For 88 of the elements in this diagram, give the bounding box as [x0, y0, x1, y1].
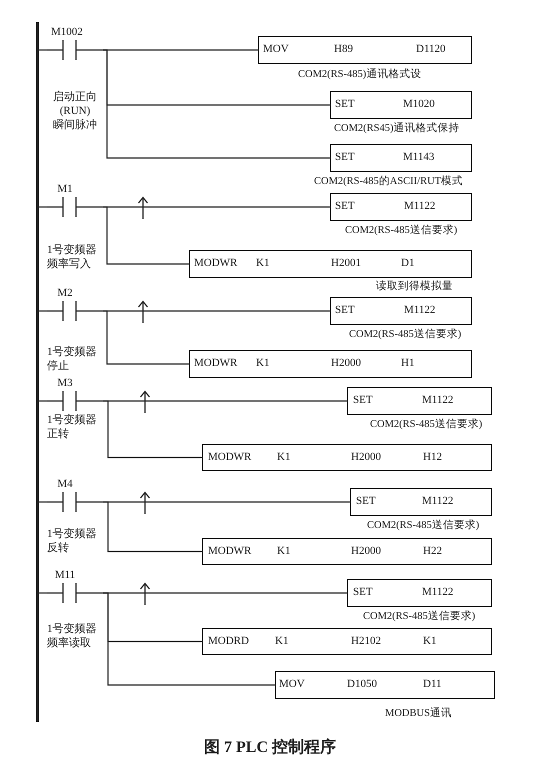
operand-text: M1122 [422, 394, 454, 407]
operand-text: H22 [423, 545, 442, 558]
wire [151, 501, 350, 503]
contact-description: 1号变频器停止 [47, 345, 98, 373]
instruction-box [347, 387, 492, 415]
wire [103, 310, 189, 365]
instruction-box [202, 628, 492, 655]
comment-text: COM2(RS-485送信要求) [349, 328, 462, 341]
operand-text: H2000 [351, 545, 381, 558]
contact-description: 启动正向(RUN)瞬间脉冲 [52, 90, 98, 132]
contact-description: 1号变频器正转 [47, 413, 98, 441]
operand-text: M1143 [403, 151, 434, 164]
operand-text: M1122 [422, 495, 454, 508]
instruction-mnemonic: SET [335, 98, 355, 111]
instruction-box [189, 250, 472, 278]
operand-text: M1122 [422, 586, 454, 599]
comment-text: COM2(RS45)通讯格式保持 [334, 122, 460, 135]
instruction-mnemonic: MODWR [208, 451, 252, 464]
instruction-mnemonic: SET [335, 304, 355, 317]
contact-description: 1号变频器反转 [47, 527, 98, 555]
comment-text: MODBUS通讯 [385, 707, 452, 720]
instruction-mnemonic: MOV [263, 43, 289, 56]
comment-text: COM2(RS-485送信要求) [370, 418, 482, 431]
operand-text: H12 [423, 451, 442, 464]
wire [103, 592, 275, 686]
operand-text: D1050 [347, 678, 377, 691]
contact-label: M2 [56, 287, 74, 300]
operand-text: K1 [277, 451, 290, 464]
instruction-box [258, 36, 472, 64]
contact-label: M11 [54, 569, 76, 582]
instruction-box [202, 444, 492, 471]
comment-text: COM2(RS-485的ASCII/RUT模式 [314, 175, 464, 188]
instruction-mnemonic: MODWR [194, 257, 238, 270]
wire [151, 400, 347, 402]
wire [103, 501, 202, 552]
contact-description: 1号变频器频率读取 [47, 622, 98, 650]
instruction-box [350, 488, 492, 516]
operand-text: K1 [275, 635, 288, 648]
wire [151, 592, 347, 594]
instruction-mnemonic: MOV [279, 678, 305, 691]
comment-text: COM2(RS-485送信要求) [367, 519, 480, 532]
comment-text: COM2(RS-485送信要求) [345, 224, 458, 237]
instruction-mnemonic: MODWR [194, 357, 238, 370]
instruction-mnemonic: SET [356, 495, 376, 508]
operand-text: D1 [401, 257, 414, 270]
contact-label: M4 [56, 478, 74, 491]
instruction-mnemonic: MODWR [208, 545, 252, 558]
operand-text: K1 [256, 257, 270, 270]
instruction-box [202, 538, 492, 565]
operand-text: K1 [256, 357, 270, 370]
operand-text: H2000 [351, 451, 381, 464]
wire [149, 206, 330, 208]
operand-text: H1 [401, 357, 414, 370]
instruction-mnemonic: SET [335, 151, 355, 164]
instruction-mnemonic: SET [353, 394, 373, 407]
wire [103, 400, 202, 458]
power-rail [36, 22, 39, 722]
wire [103, 49, 330, 159]
comment-text: COM2(RS-485)通讯格式设 [298, 68, 422, 81]
instruction-box [330, 297, 472, 325]
operand-text: D1120 [416, 43, 446, 56]
instruction-mnemonic: SET [353, 586, 373, 599]
instruction-box [189, 350, 472, 378]
operand-text: H2102 [351, 635, 381, 648]
wire [149, 310, 330, 312]
contact-label: M1 [56, 183, 74, 196]
figure-caption: 图 7 PLC 控制程序 [204, 739, 336, 756]
comment-text: 读取到得模拟量 [376, 280, 453, 293]
operand-text: H2000 [331, 357, 361, 370]
operand-text: M1020 [403, 98, 435, 111]
instruction-box [275, 671, 495, 699]
instruction-box [330, 91, 472, 119]
instruction-box [330, 193, 472, 221]
instruction-box [330, 144, 472, 172]
instruction-box [347, 579, 492, 607]
operand-text: M1122 [404, 200, 436, 213]
comment-text: COM2(RS-485送信要求) [363, 610, 476, 623]
instruction-mnemonic: SET [335, 200, 355, 213]
wire [103, 206, 189, 265]
contact-description: 1号变频器频率写入 [47, 243, 98, 271]
instruction-mnemonic: MODRD [208, 635, 249, 648]
operand-text: D11 [423, 678, 442, 691]
operand-text: K1 [277, 545, 290, 558]
contact-label: M3 [56, 377, 74, 390]
operand-text: M1122 [404, 304, 436, 317]
operand-text: H89 [334, 43, 353, 56]
operand-text: H2001 [331, 257, 361, 270]
operand-text: K1 [423, 635, 436, 648]
